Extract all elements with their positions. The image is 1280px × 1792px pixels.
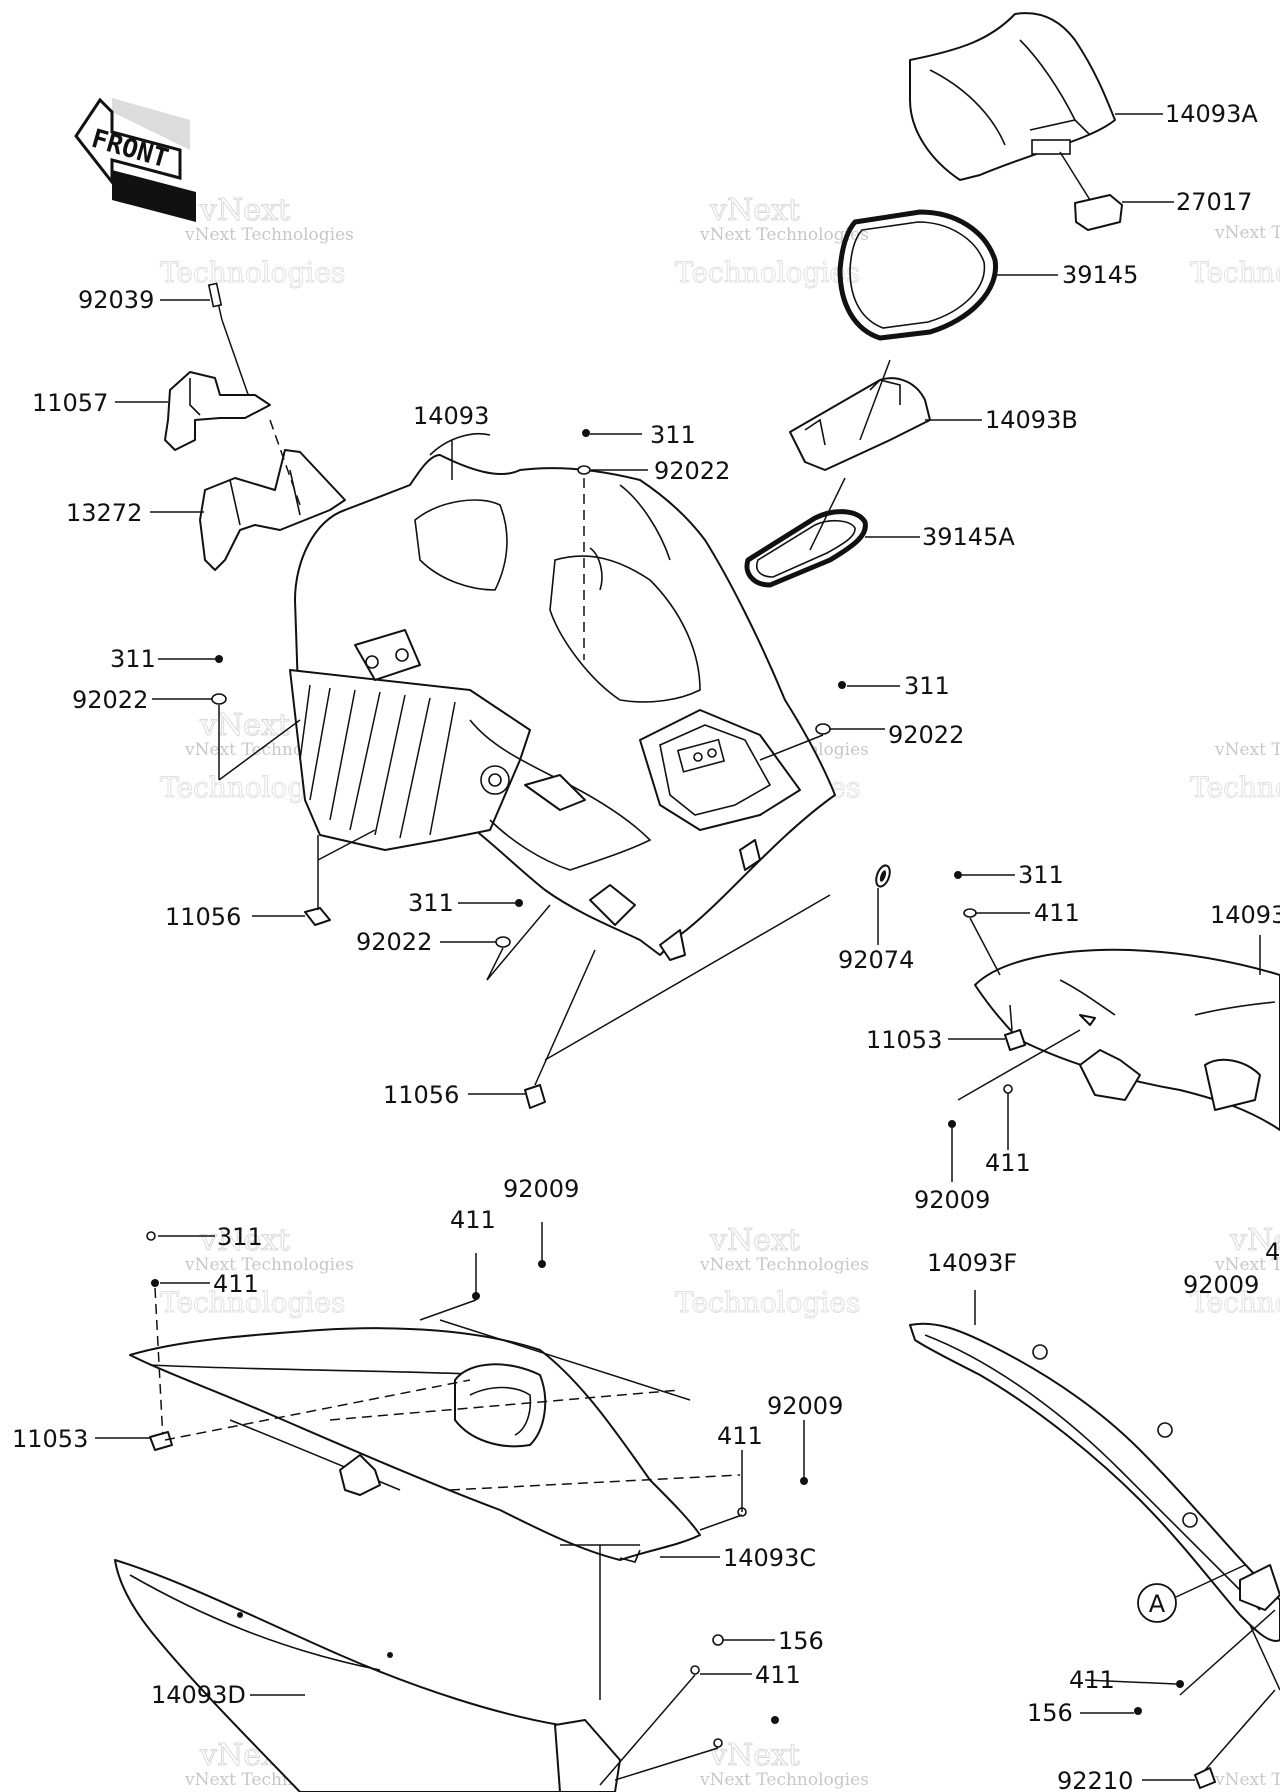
watermark-line3: Technologies — [1190, 1286, 1280, 1319]
front-arrow: FRONT — [74, 97, 196, 222]
callout-311-mid: 311 — [408, 889, 454, 917]
callout-11053-lower: 11053 — [12, 1425, 88, 1453]
watermark-line3: Technologies — [1190, 771, 1280, 804]
watermark-line1: vNext — [199, 193, 290, 228]
watermark-line1: vNext — [1229, 1223, 1280, 1258]
callout-311-left: 311 — [110, 645, 156, 673]
part-27017 — [1059, 151, 1123, 231]
callout-14093: 14093 — [413, 402, 489, 430]
watermark-8: vNext vNext Technologies Technologies — [675, 1223, 869, 1320]
watermark-line1: vNext — [199, 1223, 290, 1258]
watermark-10: vNext vNext Technologies vNext vNext Tec… — [184, 1738, 1280, 1791]
watermark-line2: vNext Technologies — [699, 1770, 869, 1790]
part-39145A — [744, 477, 868, 588]
callout-92210: 92210 — [1057, 1767, 1133, 1792]
part-14093A — [909, 12, 1116, 181]
watermark-9: vNext vNext Technologies Technologies — [1190, 1223, 1280, 1320]
callout-14093B: 14093B — [985, 406, 1078, 434]
watermark-line2: vNext Technologies — [1214, 740, 1280, 760]
watermark-6: vNext Technologies Technologies — [1190, 740, 1280, 805]
watermark-line1: vNext — [199, 708, 290, 743]
callout-92022-top: 92022 — [654, 457, 730, 485]
callout-92039: 92039 — [78, 286, 154, 314]
part-11057 — [164, 371, 271, 451]
callout-92009-lower2: 92009 — [503, 1175, 579, 1203]
callout-39145: 39145 — [1062, 261, 1138, 289]
callout-92022-left: 92022 — [72, 686, 148, 714]
callout-14093F: 14093F — [927, 1249, 1017, 1277]
callout-411-lower: 411 — [213, 1270, 259, 1298]
callout-11053-right: 11053 — [866, 1026, 942, 1054]
callout-11056-left: 11056 — [165, 903, 241, 931]
part-39145 — [837, 209, 999, 341]
callout-92009-lower3: 92009 — [767, 1392, 843, 1420]
part-14093-right — [948, 871, 1280, 1150]
callout-411-lower3: 411 — [717, 1422, 763, 1450]
callout-92009-right3: 92009 — [914, 1186, 990, 1214]
watermark-1: vNext vNext Technologies Technologies — [160, 193, 354, 290]
watermark-line2: vNext Technologies — [1214, 223, 1280, 243]
callout-14093C: 14093C — [723, 1544, 816, 1572]
part-14093B — [789, 359, 931, 471]
callout-4-right: 4 — [1265, 1238, 1280, 1266]
callout-11056-bottom: 11056 — [383, 1081, 459, 1109]
watermark-2: vNext vNext Technologies Technologies — [675, 193, 869, 290]
watermark-7: vNext vNext Technologies Technologies — [160, 1223, 354, 1320]
watermark-3: vNext Technologies Technologies — [1190, 223, 1280, 290]
callout-156-bottom: 156 — [778, 1627, 824, 1655]
part-14093F — [909, 1322, 1280, 1789]
callout-14093A: 14093A — [1165, 100, 1258, 128]
callout-311-right2: 311 — [1018, 861, 1064, 889]
callout-27017: 27017 — [1176, 188, 1252, 216]
watermark-line2: vNext Technologies — [1214, 1770, 1280, 1790]
part-13272 — [199, 419, 346, 571]
watermark-line1: vNext — [709, 193, 800, 228]
callout-13272: 13272 — [66, 499, 142, 527]
watermark-line3: Technologies — [675, 256, 860, 289]
callout-411-right2: 411 — [1034, 899, 1080, 927]
watermark-line3: Technologies — [160, 1286, 345, 1319]
callout-92022-right: 92022 — [888, 721, 964, 749]
callout-92074: 92074 — [838, 946, 914, 974]
watermark-line2: vNext Technologies — [699, 1255, 869, 1275]
watermark-line2: vNext Technologies — [184, 225, 354, 245]
callout-11057: 11057 — [32, 389, 108, 417]
callout-14093-right: 14093 — [1210, 901, 1280, 929]
watermark-line3: Technologies — [675, 1286, 860, 1319]
callout-311-top: 311 — [650, 421, 696, 449]
part-14093 — [289, 432, 836, 961]
watermark-line2: vNext Technologies — [699, 225, 869, 245]
ref-circle-a: A — [1137, 1564, 1246, 1623]
part-92039 — [207, 282, 251, 401]
callout-14093D: 14093D — [151, 1681, 246, 1709]
callout-labels: 14093A 27017 39145 14093B 39145A 14093 9… — [12, 100, 1280, 1792]
watermark-line2: vNext Technologies — [1214, 1255, 1280, 1275]
callout-311-right: 311 — [904, 672, 950, 700]
leader-lines — [95, 113, 1261, 1781]
callout-156-bottom-right: 156 — [1027, 1699, 1073, 1727]
watermark-line2: vNext Technologies — [184, 1255, 354, 1275]
callout-39145A: 39145A — [922, 523, 1015, 551]
part-14093C — [129, 1231, 808, 1563]
watermark-line3: Technologies — [1190, 256, 1280, 289]
slats — [299, 684, 456, 839]
callout-411-lower2: 411 — [450, 1206, 496, 1234]
ref-circle-letter: A — [1149, 1590, 1166, 1618]
watermark-line3: Technologies — [160, 256, 345, 289]
watermark-line1: vNext — [709, 1738, 800, 1773]
part-14093D — [114, 1544, 779, 1792]
callout-411-bottom: 411 — [755, 1661, 801, 1689]
watermark-group: vNext vNext Technologies Technologies vN… — [160, 193, 1280, 1791]
callout-311-lower: 311 — [217, 1223, 263, 1251]
callout-92022-mid: 92022 — [356, 928, 432, 956]
callout-411-bottom-right: 411 — [1069, 1666, 1115, 1694]
callout-92009-right4: 92009 — [1183, 1271, 1259, 1299]
callout-411-right3: 411 — [985, 1149, 1031, 1177]
watermark-line1: vNext — [709, 1223, 800, 1258]
